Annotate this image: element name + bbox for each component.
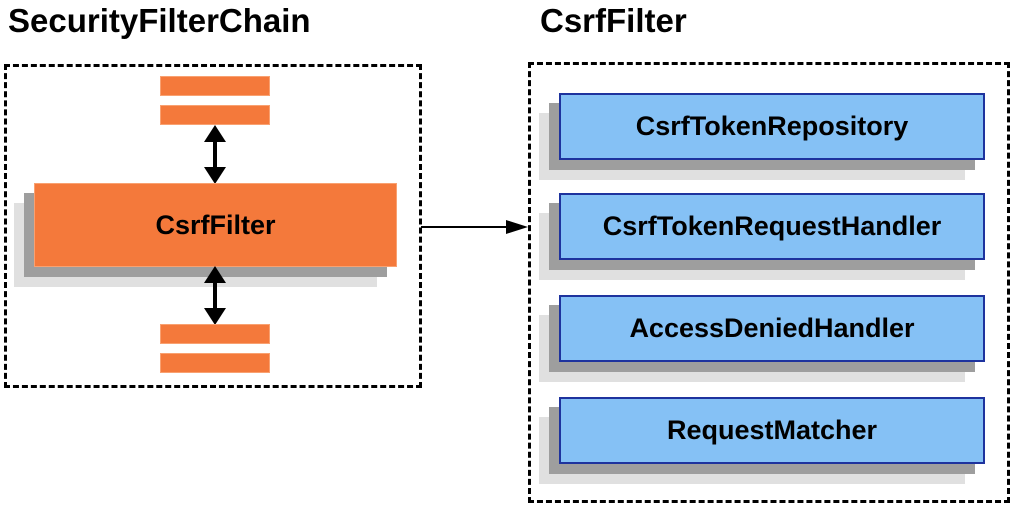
filter-bar [160, 76, 270, 96]
component-box-request-matcher: RequestMatcher [559, 397, 985, 464]
component-box-csrf-token-repository: CsrfTokenRepository [559, 93, 985, 160]
filter-bar [160, 105, 270, 125]
csrf-filter-box: CsrfFilter [34, 183, 397, 267]
component-box-csrf-token-request-handler: CsrfTokenRequestHandler [559, 193, 985, 260]
security-filter-chain-panel [4, 64, 422, 388]
csrf-filter-title: CsrfFilter [540, 2, 687, 39]
csrf-filter-box-label: CsrfFilter [155, 209, 276, 240]
double-arrow-icon [204, 125, 226, 184]
component-box-access-denied-handler: AccessDeniedHandler [559, 295, 985, 362]
component-label: AccessDeniedHandler [629, 313, 915, 343]
double-arrow-icon [204, 266, 226, 325]
right-arrow-icon [421, 220, 528, 234]
component-label: CsrfTokenRequestHandler [602, 211, 942, 241]
component-label: CsrfTokenRepository [635, 111, 909, 141]
security-filter-chain-title: SecurityFilterChain [8, 2, 311, 39]
filter-bar [160, 353, 270, 373]
csrf-filter-panel [528, 62, 1010, 503]
filter-bar [160, 324, 270, 344]
component-label: RequestMatcher [666, 415, 878, 445]
